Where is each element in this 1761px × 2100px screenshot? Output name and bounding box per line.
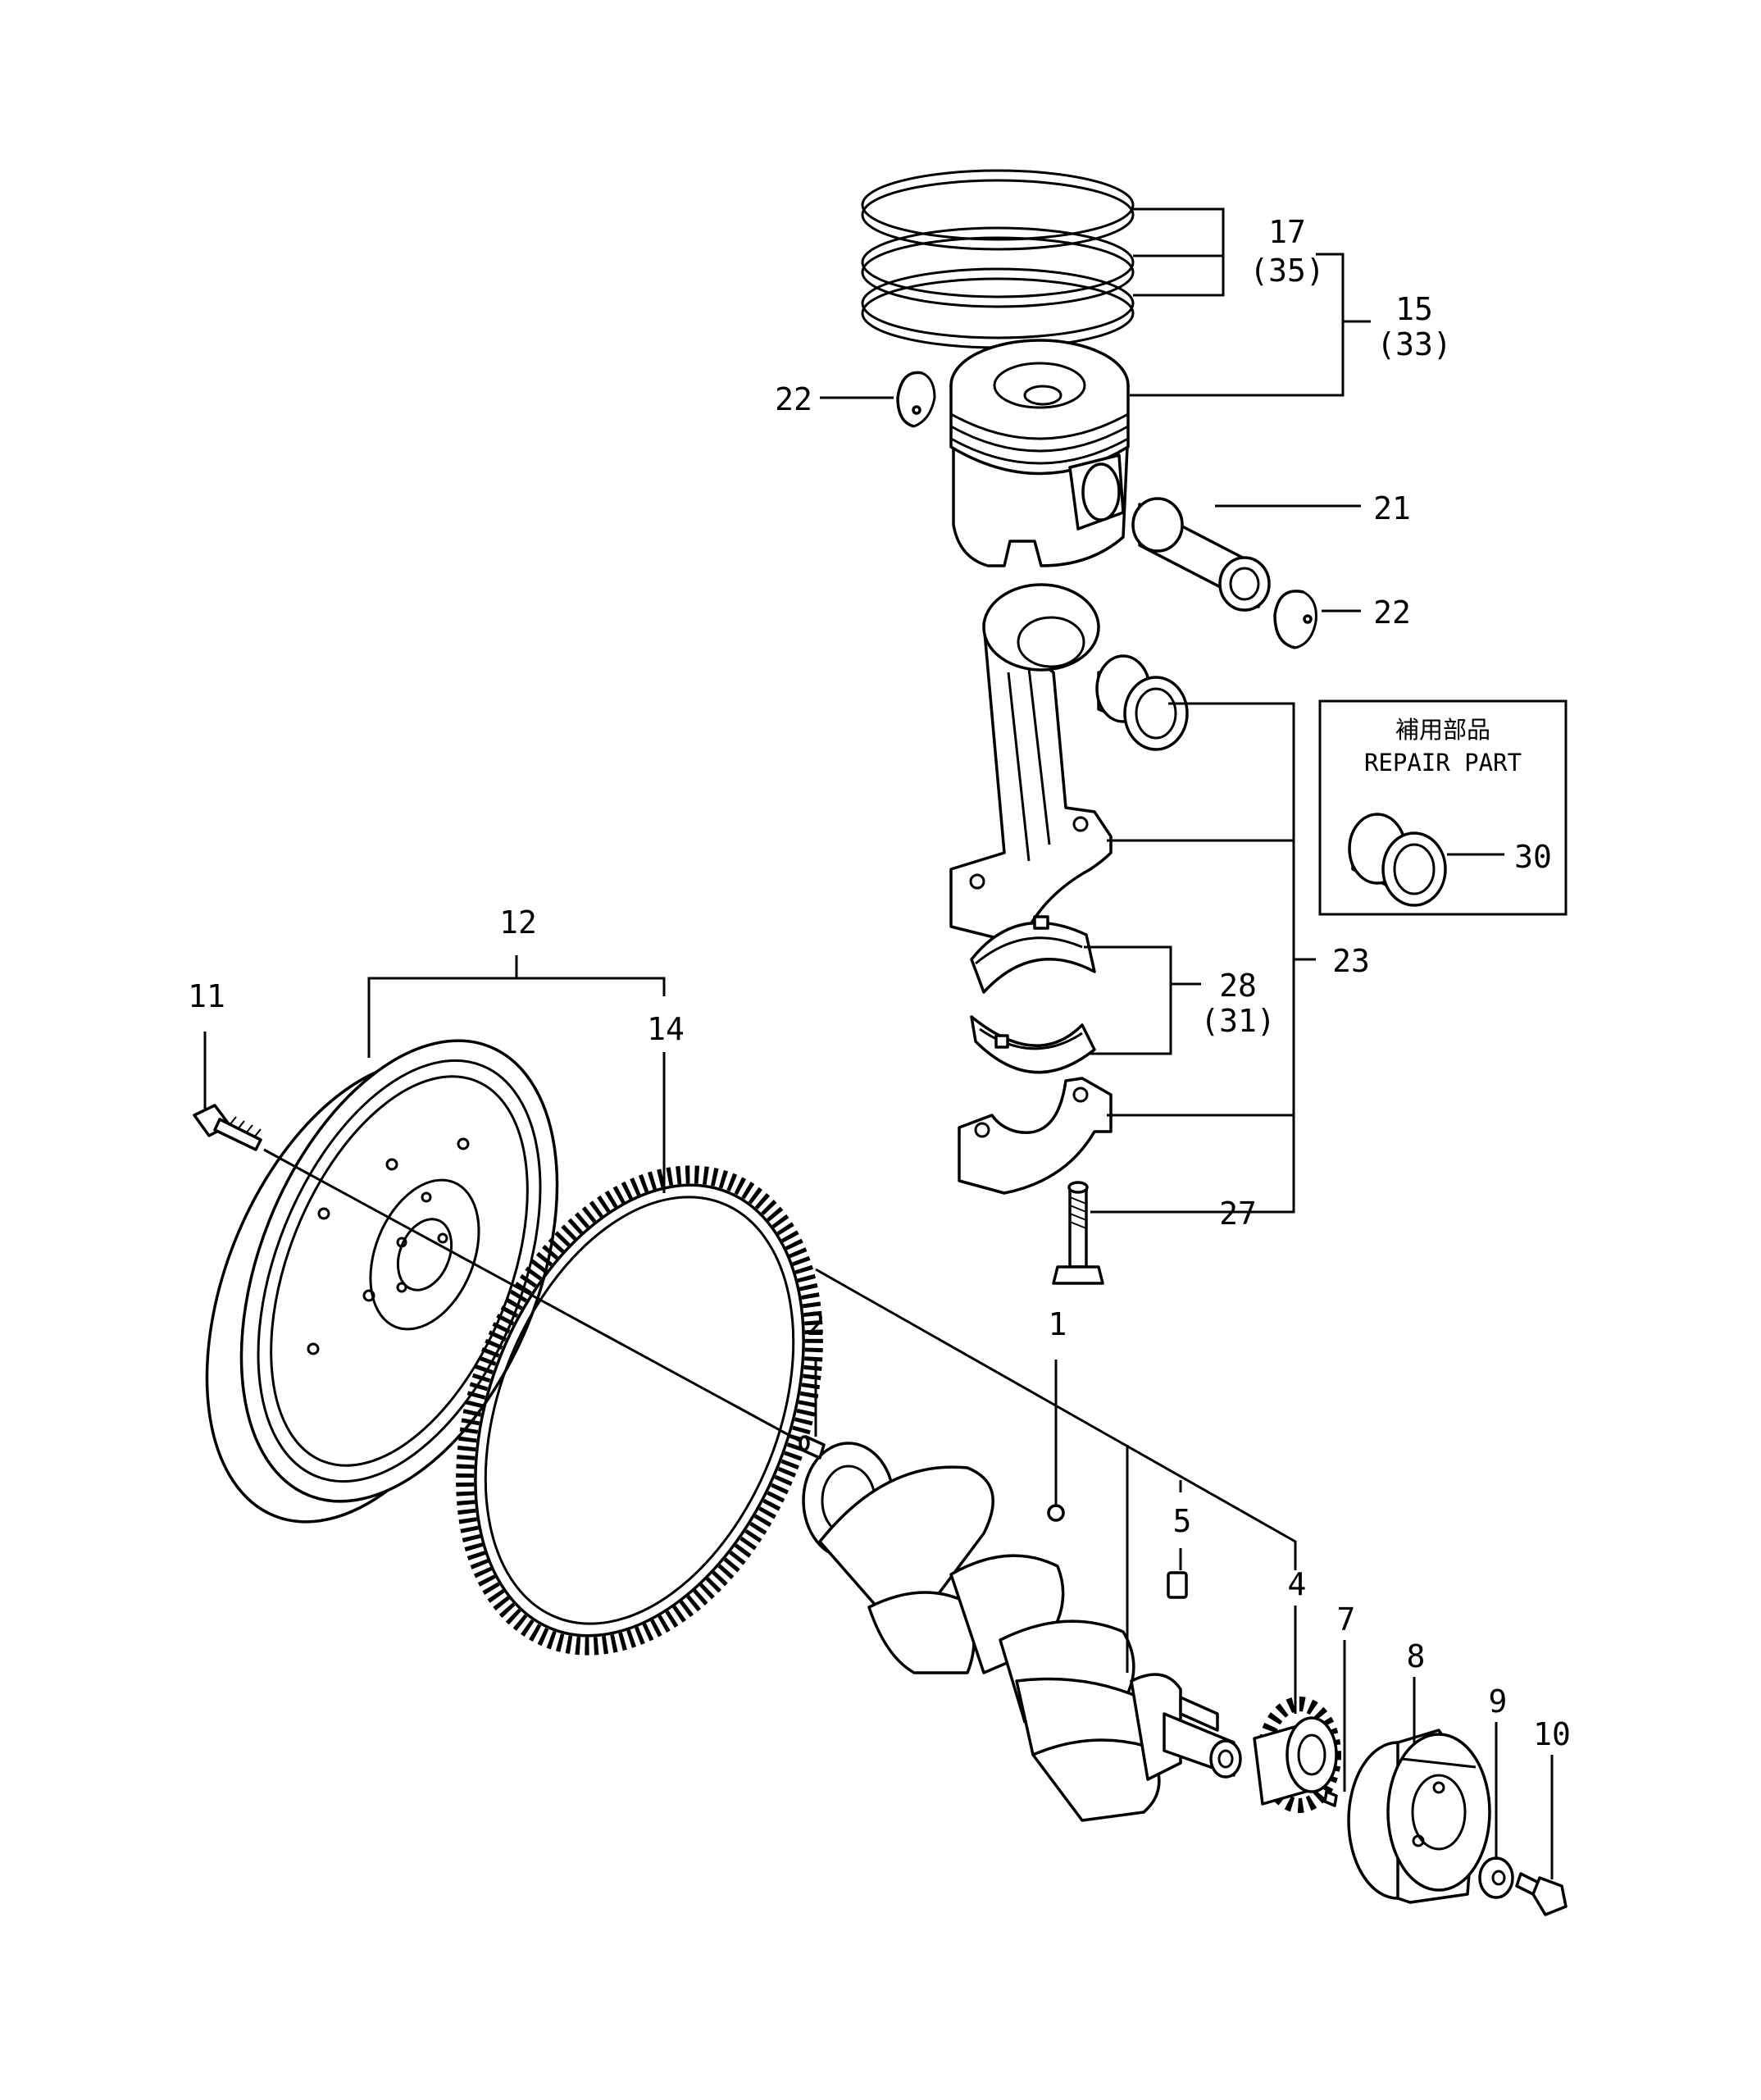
flywheel-assembly: [205, 1039, 559, 1524]
callout-1: 1: [1049, 1306, 1067, 1342]
flywheel-bolt: [193, 1104, 262, 1151]
piston-pin: [1131, 497, 1271, 612]
callout-labels: 17 (35) 15 (33) 22 21 22 30 28 (31) 23 2…: [188, 214, 1571, 1752]
repair-part-title-en: REPAIR PART: [1364, 749, 1522, 777]
callout-2: 2: [807, 1306, 826, 1342]
callout-17: 17: [1268, 214, 1306, 250]
callout-22-upper: 22: [775, 381, 812, 417]
callout-10: 10: [1533, 1716, 1571, 1752]
dowel-pin: [799, 1435, 826, 1460]
callout-15-sub: (33): [1376, 326, 1452, 362]
callout-14: 14: [647, 1011, 685, 1047]
callout-4: 4: [1288, 1566, 1307, 1602]
callout-7: 7: [1337, 1601, 1356, 1638]
woodruff-key: [1167, 1571, 1188, 1599]
connecting-rod-cap: [958, 1077, 1113, 1195]
plug: [1047, 1504, 1065, 1522]
callout-30: 30: [1514, 839, 1552, 875]
ring-gear: [456, 1165, 823, 1656]
callout-28: 28: [1219, 968, 1257, 1004]
callout-11: 11: [188, 978, 225, 1014]
callout-22-lower: 22: [1373, 594, 1411, 631]
leader-lines: [203, 207, 1554, 1879]
piston-rings: [861, 169, 1135, 349]
repair-part-title-jp: 補用部品: [1395, 716, 1490, 744]
circlip-upper: [896, 371, 936, 428]
callout-9: 9: [1489, 1683, 1508, 1720]
crank-gear: [1253, 1697, 1341, 1813]
callout-5: 5: [1173, 1503, 1192, 1539]
bearing-shell-lower: [970, 1015, 1096, 1074]
callout-27: 27: [1219, 1196, 1257, 1232]
callout-8: 8: [1407, 1638, 1426, 1674]
bearing-shell-upper: [970, 915, 1096, 994]
callout-17-sub: (35): [1249, 253, 1325, 289]
crankshaft: [802, 1442, 1242, 1822]
rod-bolt: [1052, 1181, 1104, 1285]
pulley-bolt: [1515, 1872, 1568, 1916]
crank-pulley: [1347, 1729, 1491, 1904]
piston: [949, 339, 1130, 567]
callout-21: 21: [1373, 490, 1411, 526]
washer: [1478, 1856, 1514, 1899]
callout-23: 23: [1332, 943, 1370, 979]
small-end-bushing: [1095, 654, 1189, 751]
callout-15: 15: [1395, 291, 1433, 327]
callout-28-sub: (31): [1200, 1003, 1276, 1039]
circlip-lower: [1273, 590, 1317, 649]
repair-part-box: 補用部品 REPAIR PART: [1318, 699, 1568, 916]
key-pin: [1323, 1790, 1338, 1807]
callout-12: 12: [499, 904, 537, 941]
connecting-rod: [949, 583, 1113, 941]
